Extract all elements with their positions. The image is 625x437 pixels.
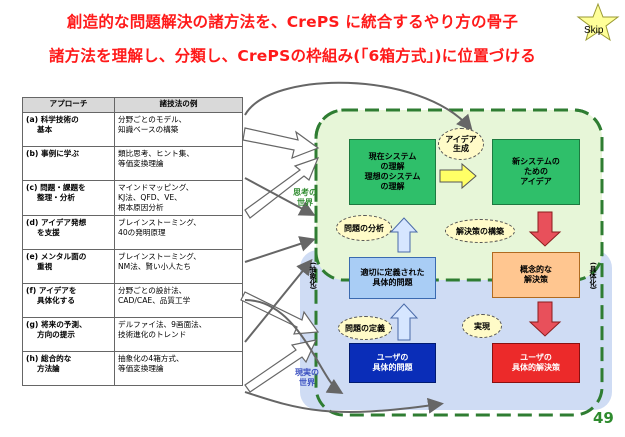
approach-line: 整理・分析 [37,193,75,202]
concrete-label: (具体化) [589,262,597,290]
example-line: CAD/CAE、品質工学 [118,296,191,305]
approach-line: (c) 問題・課題を [26,183,86,192]
example-line: 等価変換理論 [118,364,164,373]
skip-label: Skip [584,25,604,36]
approach-line: (h) 総合的な [26,354,72,363]
example-line: 技術進化のトレンド [118,330,187,339]
oval-idea-generation: アイデア生成 [438,128,484,160]
table-row: (f) アイデアを具体化する分野ごとの設計法、CAD/CAE、品質工学 [22,283,243,318]
table-row: (a) 科学技術の基本分野ごとのモデル、知識ベースの構築 [22,112,243,147]
thin-arrows [244,81,473,414]
example-line: 分野ごとの設計法、 [118,286,187,295]
example-line: 根本原因分析 [118,203,164,212]
page-number: 49 [593,409,614,427]
example-line: 抽象化の4箱方式、 [118,354,184,363]
abstract-label: (抽象化) [309,262,317,290]
example-line: マインドマッピング、 [118,183,194,192]
table-row: (e) メンタル面の重視ブレインストーミング、NM法、賢い小人たち [22,249,243,284]
up-arrow-top [389,217,419,253]
oval-realization: 実現 [462,314,502,338]
outer-frame [314,108,604,417]
table-row: (c) 問題・課題を整理・分析マインドマッピング、KJ法、QFD、VE、根本原因… [22,180,243,216]
box-defined-problem: 適切に定義された具体的問題 [349,257,436,299]
approach-line: 方向の提示 [37,330,75,339]
skip-button[interactable]: Skip [574,2,622,42]
approach-cell: (h) 総合的な方法論 [22,351,115,386]
example-line: 40の発明原理 [118,228,166,237]
box-concept-solution: 概念的な解決策 [492,252,580,298]
approach-cell: (c) 問題・課題を整理・分析 [22,180,115,216]
title-line-1: 創造的な問題解決の諸方法を、CrePS に統合するやり方の骨子 [66,13,519,31]
title-line-2: 諸方法を理解し、分類し、CrePSの枠組み(「6箱方式」)に位置づける [48,47,536,65]
example-line: 知識ベースの構築 [118,125,179,134]
box-user-solution: ユーザの具体的解決策 [492,343,580,383]
approach-cell: (e) メンタル面の重視 [22,249,115,284]
examples-cell: マインドマッピング、KJ法、QFD、VE、根本原因分析 [114,180,243,216]
approach-cell: (a) 科学技術の基本 [22,112,115,147]
example-line: ブレインストーミング、 [118,252,201,261]
methods-table: アプローチ 諸技法の例 (a) 科学技術の基本分野ごとのモデル、知識ベースの構築… [22,97,243,386]
approach-line: (b) 事例に学ぶ [26,149,79,158]
yellow-arrow [439,162,477,190]
approach-line: 具体化する [37,296,75,305]
red-arrow-bottom [528,301,562,337]
examples-cell: デルファイ法、9画面法、技術進化のトレンド [114,317,243,352]
table-row: (h) 総合的な方法論抽象化の4箱方式、等価変換理論 [22,351,243,386]
table-row: (d) アイデア発想を支援 ブレインストーミング、40の発明原理 [22,215,243,250]
example-line: 類比思考、ヒント集、 [118,149,194,158]
approach-line: 方法論 [37,364,60,373]
examples-cell: ブレインストーミング、NM法、賢い小人たち [114,249,243,284]
approach-cell: (b) 事例に学ぶ [22,146,115,181]
up-arrow-bottom [389,303,419,341]
real-world-label: 現実の世界 [295,368,319,387]
table-header-approach: アプローチ [22,97,115,113]
examples-cell: 分野ごとの設計法、CAD/CAE、品質工学 [114,283,243,318]
example-line: KJ法、QFD、VE、 [118,193,182,202]
approach-line: (f) アイデアを [26,286,77,295]
approach-line: (e) メンタル面の [26,252,87,261]
example-line: ブレインストーミング、 [118,218,201,227]
approach-line: 基本 [37,125,53,134]
examples-cell: 分野ごとのモデル、知識ベースの構築 [114,112,243,147]
approach-cell: (g) 将来の予測、方向の提示 [22,317,115,352]
example-line: 等価変換理論 [118,159,164,168]
oval-solution-building: 解決策の構築 [445,219,515,243]
example-line: 分野ごとのモデル、 [118,115,187,124]
approach-line: (g) 将来の予測、 [26,320,87,329]
thinking-world-label: 思考の世界 [293,188,317,207]
oval-problem-analysis: 問題の分析 [336,215,392,241]
box-user-problem: ユーザの具体的問題 [349,343,436,383]
approach-line: 重視 [37,262,53,271]
approach-line: を支援 [37,228,60,237]
oval-problem-definition: 問題の定義 [338,316,392,340]
box-new-system: 新システムのためのアイデア [492,139,580,205]
example-line: NM法、賢い小人たち [118,262,191,271]
approach-line: (d) アイデア発想 [26,218,87,227]
star-icon [576,2,620,42]
table-row: (g) 将来の予測、方向の提示デルファイ法、9画面法、技術進化のトレンド [22,317,243,352]
approach-cell: (f) アイデアを具体化する [22,283,115,318]
approach-line: (a) 科学技術の [26,115,79,124]
example-line: デルファイ法、9画面法、 [118,320,207,329]
red-arrow-top [528,211,562,247]
box-current-system: 現在システムの理解理想のシステムの理解 [349,139,436,205]
examples-cell: ブレインストーミング、40の発明原理 [114,215,243,250]
examples-cell: 抽象化の4箱方式、等価変換理論 [114,351,243,386]
